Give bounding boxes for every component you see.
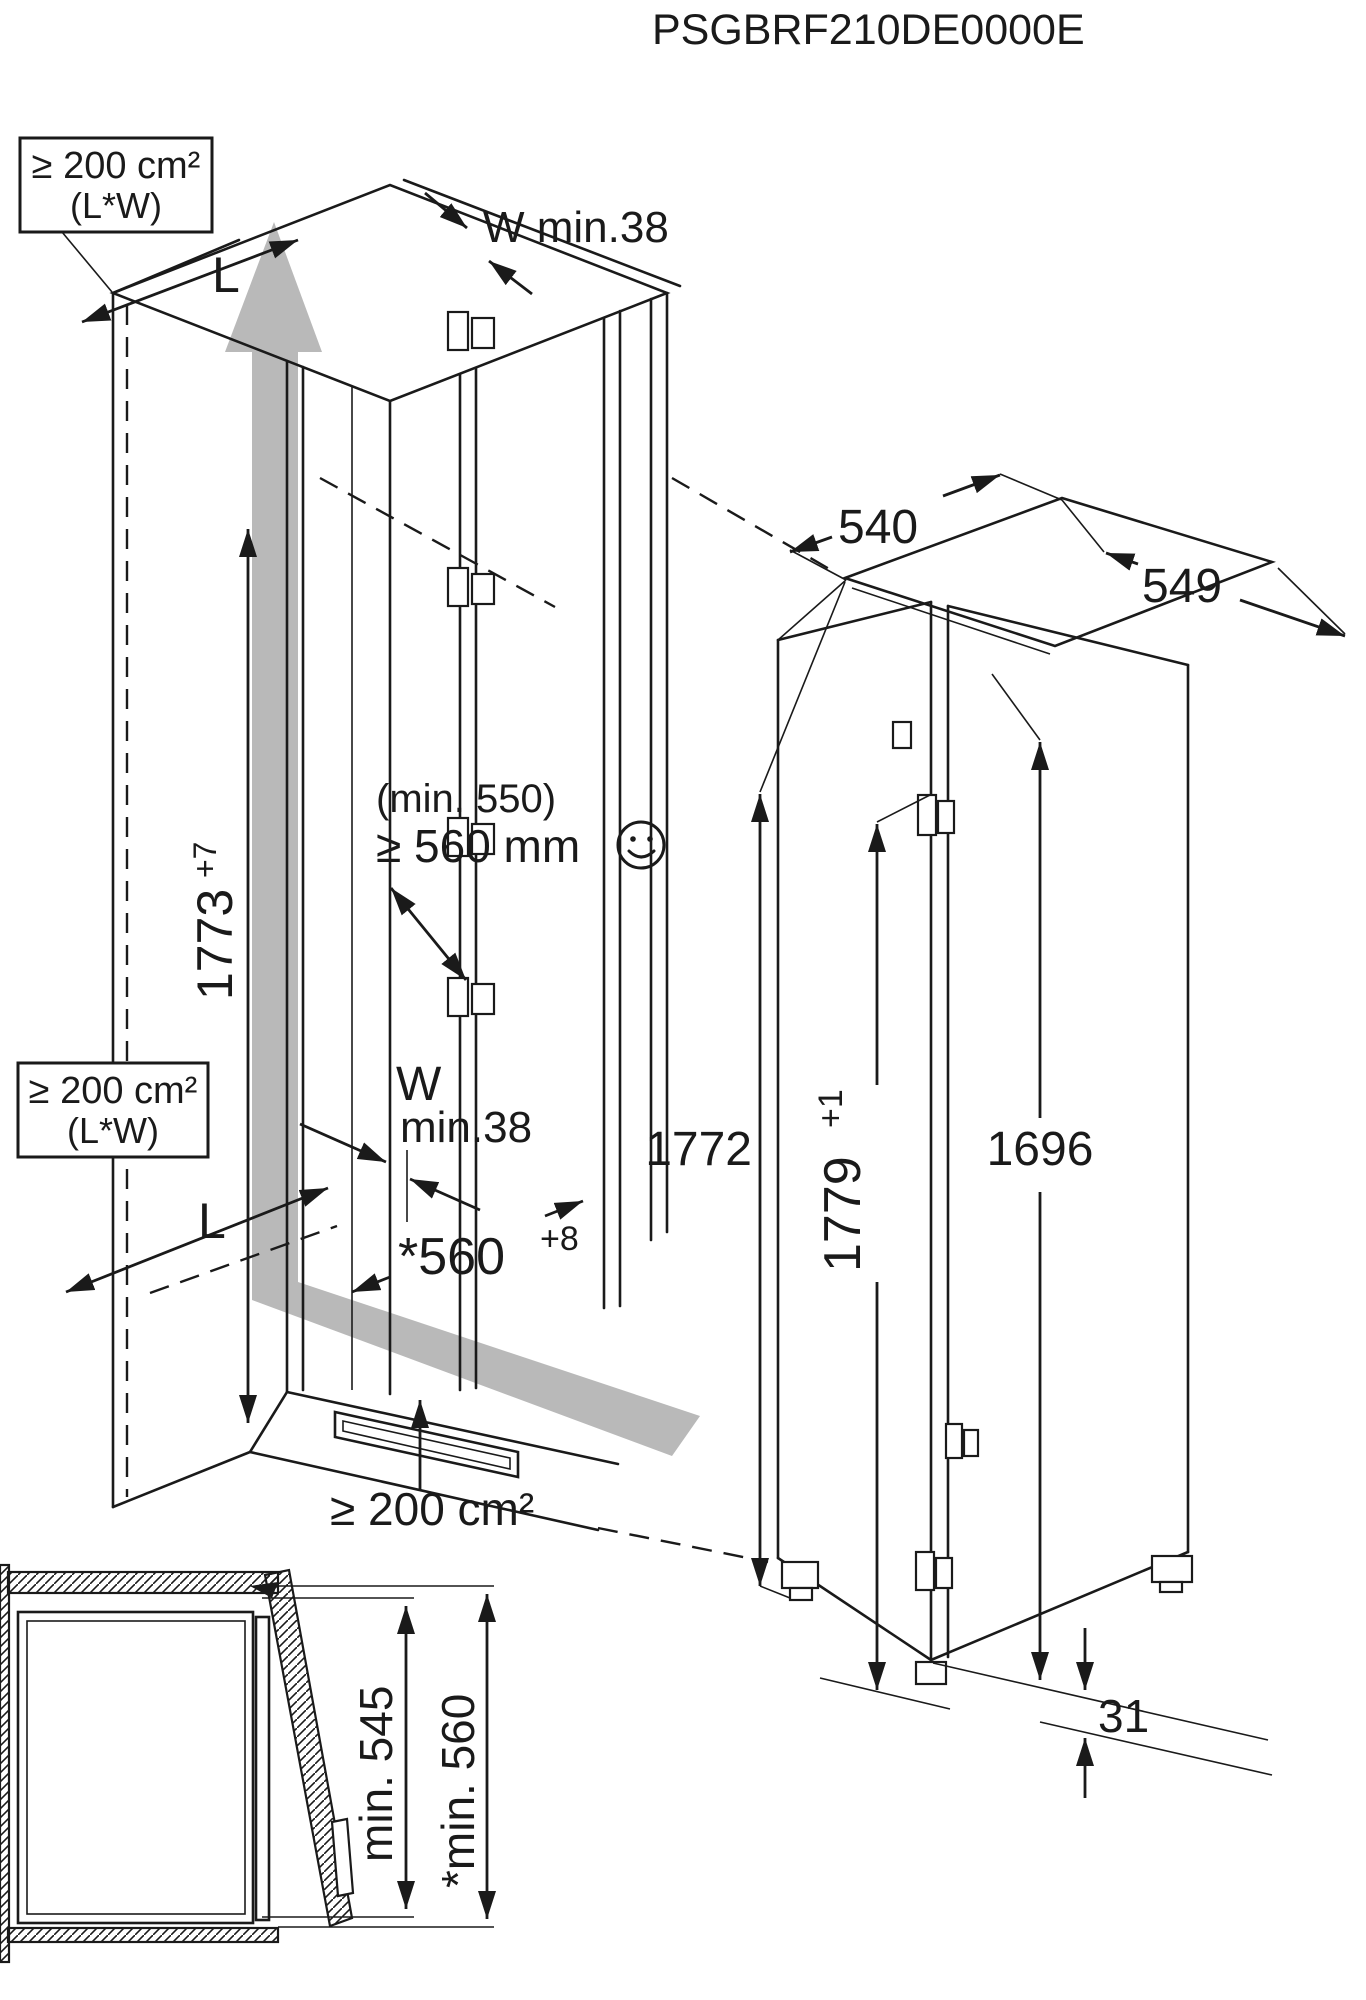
- vent-area-top-box: [18, 136, 214, 234]
- wall-gap-top-label: W min.38: [483, 203, 669, 252]
- foot-icon: [1150, 1554, 1194, 1594]
- hinge-icon: [446, 816, 496, 858]
- vent-area-bottom-label: ≥ 200 cm²: [330, 1483, 534, 1535]
- niche-drawing: [109, 178, 839, 1564]
- hinge-icon: [914, 1550, 954, 1592]
- niche-height-label: 1773: [187, 889, 243, 1000]
- hinge-icon: [446, 310, 496, 352]
- vent-area-mid-box: [16, 1061, 210, 1159]
- hinge-icon: [944, 1422, 980, 1460]
- projection-line-bottom: [597, 1526, 769, 1564]
- projection-line-top: [671, 476, 839, 576]
- wall-gap-mid-label-w: W: [396, 1058, 442, 1111]
- smiley-icon: [616, 820, 666, 870]
- vent-area-top-line1: ≥ 200 cm²: [32, 145, 201, 187]
- plan-side-wall: [0, 1563, 11, 1964]
- length-top-label: L: [212, 247, 240, 303]
- hinge-icon: [446, 566, 496, 608]
- plan-front-wall: [6, 1926, 280, 1944]
- plan-door-closed: [254, 1615, 271, 1922]
- appliance-height-tolerance: +1: [812, 1089, 850, 1128]
- niche-width-label: *560: [398, 1228, 505, 1286]
- appliance-dimensions: 540 549 1779 +1 1696 31: [789, 473, 1346, 1798]
- niche-dimensions: ≥ 200 cm² (L*W) L W min.38 1773 +7 (min.…: [16, 136, 846, 1599]
- niche-depth-min-label: (min. 550): [376, 777, 556, 821]
- top-latch: [891, 720, 913, 750]
- vent-area-mid-line1: ≥ 200 cm²: [29, 1070, 198, 1112]
- hinge-icon: [446, 976, 496, 1018]
- plan-view-drawing: min. 545 *min. 560: [0, 1563, 496, 1964]
- appliance-hinges: [914, 793, 980, 1592]
- foot-icon: [914, 1660, 948, 1686]
- length-bottom-label: L: [198, 1193, 226, 1249]
- plan-depth-recommended-label: *min. 560: [432, 1694, 484, 1888]
- hinge-icon: [916, 793, 956, 837]
- top-width-label: 540: [838, 501, 918, 554]
- cabinet-hinges: [446, 310, 496, 1018]
- appliance-feet: [780, 1554, 1194, 1686]
- niche-depth-recommended-label: ≥ 560 mm: [376, 820, 580, 872]
- door-height-label: 1696: [987, 1123, 1094, 1176]
- wall-gap-mid-label-min: min.38: [400, 1103, 532, 1152]
- plan-hinge-pivot: [250, 1582, 278, 1598]
- foot-icon: [780, 1560, 820, 1602]
- niche-height-tolerance: +7: [187, 842, 223, 878]
- plan-depth-min-label: min. 545: [350, 1686, 402, 1862]
- plan-back-wall: [6, 1570, 280, 1595]
- appliance-drawing: [776, 496, 1276, 1776]
- vent-area-top-line2: (L*W): [70, 185, 162, 226]
- plan-door-handle: [330, 1817, 355, 1898]
- top-gap-strip: [402, 178, 682, 288]
- plinth-vent-slot: [333, 1410, 520, 1479]
- top-depth-label: 549: [1142, 560, 1222, 613]
- plan-appliance-body: [16, 1610, 255, 1925]
- niche-front-height-label: 1772: [645, 1123, 752, 1176]
- appliance-top-face: [841, 496, 1276, 648]
- bottom-gap-label: 31: [1098, 1690, 1149, 1742]
- plan-door-open: [263, 1568, 354, 1928]
- model-number: PSGBRF210DE0000E: [652, 6, 1085, 54]
- appliance-height-label: 1779: [814, 1156, 872, 1272]
- vent-area-mid-line2: (L*W): [67, 1110, 159, 1151]
- niche-width-tolerance: +8: [540, 1220, 579, 1258]
